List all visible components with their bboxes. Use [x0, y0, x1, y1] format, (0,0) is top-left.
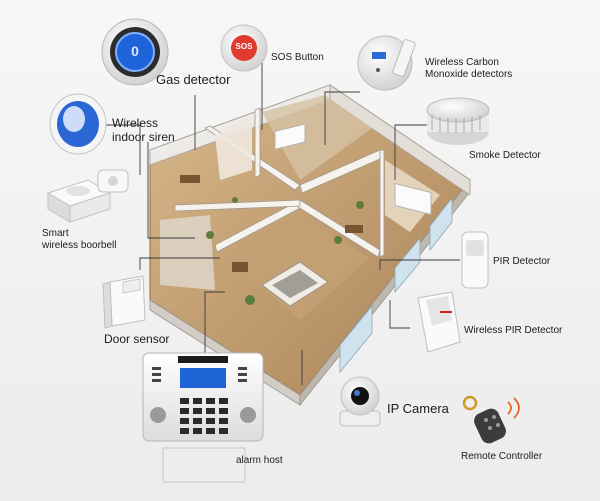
- label-co-detector-line1: Wireless Carbon: [425, 57, 499, 68]
- door-sensor-icon: [102, 275, 146, 329]
- pir-detector-icon: [461, 231, 489, 289]
- label-pir-detector: PIR Detector: [493, 256, 551, 267]
- label-doorbell-line1: Smart: [42, 228, 69, 239]
- wireless-pir-detector-icon: [417, 291, 461, 353]
- label-siren-line2: indoor siren: [112, 130, 175, 144]
- ip-camera-icon: [339, 376, 381, 427]
- label-ip-camera: IP Camera: [387, 401, 449, 416]
- label-doorbell-line2: wireless boorbell: [42, 240, 117, 251]
- sos-button-text: SOS: [235, 42, 253, 51]
- remote-controller-icon: [462, 395, 520, 444]
- gas-detector-icon: [101, 18, 169, 86]
- smoke-detector-icon: [426, 97, 490, 145]
- label-siren-line1: Wireless: [112, 116, 159, 130]
- house-cutaway: [149, 84, 471, 407]
- gas-detector-display: 0: [131, 43, 139, 59]
- label-gas-detector: Gas detector: [156, 72, 231, 87]
- sos-button-icon: [220, 24, 268, 72]
- label-sos-button: SOS Button: [271, 52, 324, 63]
- co-detector-icon: [357, 35, 416, 91]
- alarm-host-icon: [142, 352, 264, 483]
- label-alarm-host: alarm host: [236, 455, 283, 466]
- label-wireless-pir-detector: Wireless PIR Detector: [464, 325, 563, 336]
- label-remote-controller: Remote Controller: [461, 451, 543, 462]
- label-smoke-detector: Smoke Detector: [469, 150, 541, 161]
- label-co-detector-line2: Monoxide detectors: [425, 69, 513, 80]
- wireless-doorbell-icon: [46, 169, 129, 223]
- label-door-sensor: Door sensor: [104, 332, 170, 346]
- indoor-siren-icon: [49, 93, 107, 155]
